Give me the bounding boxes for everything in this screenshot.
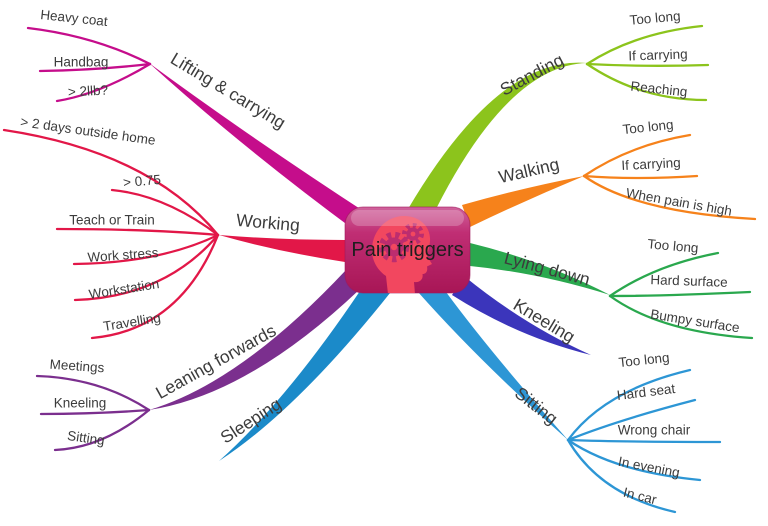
branch-line-hard-seat[interactable] — [566, 398, 697, 442]
branch-line-bumpy-surface[interactable] — [608, 294, 754, 340]
branch-walking[interactable] — [462, 176, 584, 227]
branch-line-walking-if-carrying[interactable] — [582, 174, 699, 180]
subtopic-label-wrong-chair[interactable]: Wrong chair — [617, 422, 691, 438]
branch-group-sleeping — [219, 291, 390, 461]
subtopic-label-standing-if-carrying[interactable]: If carrying — [628, 46, 688, 64]
branch-line-travelling[interactable] — [90, 233, 220, 340]
branch-line-reaching[interactable] — [585, 62, 708, 102]
branch-group-sitting — [418, 292, 722, 514]
branch-group-walking — [462, 133, 757, 227]
branch-line-standing-too-long[interactable] — [585, 24, 704, 66]
node-gloss-highlight — [351, 210, 464, 226]
branch-line-0-75[interactable] — [110, 188, 220, 237]
central-topic-box — [344, 206, 471, 294]
subtopic-label-2llb[interactable]: > 2llb? — [67, 82, 109, 100]
branch-line-2llb[interactable] — [55, 62, 152, 103]
branch-lying-down[interactable] — [470, 243, 610, 295]
branch-group-leaning-forwards — [35, 270, 359, 452]
branch-line-heavy-coat[interactable] — [26, 26, 152, 66]
branch-line-lying-too-long[interactable] — [608, 251, 720, 298]
branch-group-kneeling — [452, 276, 591, 355]
branch-line-standing-if-carrying[interactable] — [585, 62, 710, 67]
branch-line-wrong-chair[interactable] — [566, 438, 722, 444]
gear-icon-large — [378, 231, 410, 263]
branch-kneeling[interactable] — [452, 276, 591, 355]
branch-group-lying-down — [470, 243, 754, 340]
branch-line-when-pain-is-high[interactable] — [582, 174, 757, 221]
branch-line-handbag[interactable] — [38, 62, 152, 73]
branch-line-hard-surface[interactable] — [608, 290, 752, 298]
branch-line-in-evening[interactable] — [566, 438, 702, 482]
branch-sitting[interactable] — [418, 292, 568, 440]
subtopic-label-leaning-kneeling[interactable]: Kneeling — [53, 395, 107, 411]
branch-sleeping[interactable] — [219, 291, 390, 461]
branch-line-sitting-too-long[interactable] — [566, 368, 692, 442]
branch-lifting-carrying[interactable] — [149, 63, 371, 232]
central-topic[interactable]: Pain triggers — [344, 206, 471, 294]
head-silhouette-icon — [371, 216, 432, 293]
branch-line-teach-or-train[interactable] — [55, 227, 220, 237]
branch-group-lifting-carrying — [26, 26, 371, 232]
branch-line-leaning-sitting[interactable] — [53, 408, 151, 452]
subtopic-label-teach-or-train[interactable]: Teach or Train — [69, 212, 155, 228]
branch-line-walking-too-long[interactable] — [582, 133, 692, 178]
branch-group-standing — [408, 24, 710, 209]
branch-line-meetings[interactable] — [35, 374, 151, 412]
subtopic-label-hard-surface[interactable]: Hard surface — [650, 272, 728, 290]
branch-line-leaning-kneeling[interactable] — [39, 408, 151, 416]
subtopic-label-walking-if-carrying[interactable]: If carrying — [621, 154, 681, 174]
gear-icon-small — [402, 223, 424, 245]
branch-standing[interactable] — [408, 62, 587, 209]
central-topic-label: Pain triggers — [351, 238, 464, 261]
branch-line-2-days-outside-home[interactable] — [2, 128, 220, 237]
branch-line-work-stress[interactable] — [72, 233, 220, 266]
branch-line-workstation[interactable] — [73, 233, 220, 302]
branch-group-working — [2, 128, 345, 340]
subtopic-label-handbag[interactable]: Handbag — [53, 54, 109, 70]
branch-line-in-car[interactable] — [566, 438, 677, 514]
branch-leaning-forwards[interactable] — [149, 270, 359, 410]
branch-working[interactable] — [219, 235, 345, 262]
